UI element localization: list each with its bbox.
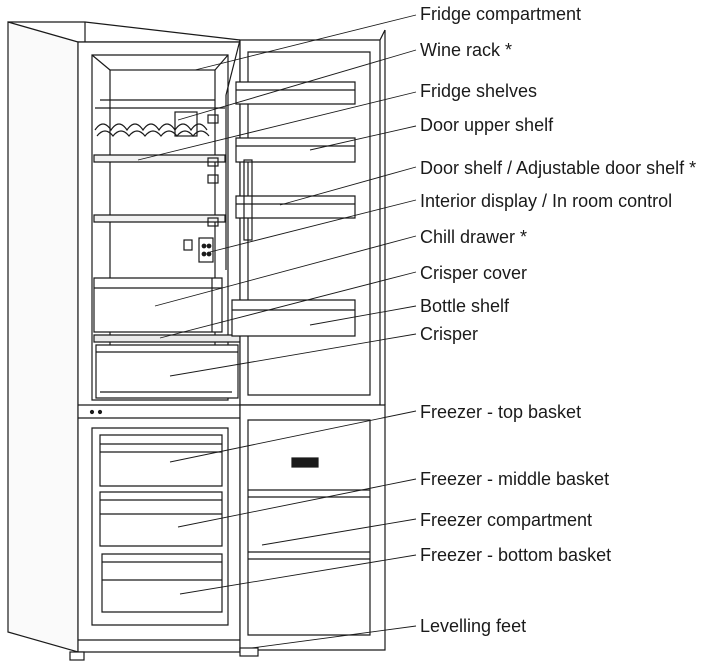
interior-display <box>183 237 214 263</box>
fridge-shelves <box>93 114 226 227</box>
label-freezer-top-basket: Freezer - top basket <box>420 402 582 422</box>
crisper <box>95 344 239 399</box>
label-door-shelf: Door shelf / Adjustable door shelf * <box>420 158 697 178</box>
label-bottle-shelf: Bottle shelf <box>420 296 510 316</box>
label-freezer-middle-basket: Freezer - middle basket <box>420 469 610 489</box>
levelling-feet <box>69 647 259 661</box>
label-crisper-cover: Crisper cover <box>420 263 528 283</box>
freezer-middle-basket <box>99 491 223 547</box>
label-fridge-compartment: Fridge compartment <box>420 4 582 24</box>
label-interior-display: Interior display / In room control <box>420 191 673 211</box>
label-levelling-feet: Levelling feet <box>420 616 527 636</box>
wine-rack <box>94 99 225 137</box>
label-wine-rack: Wine rack * <box>420 40 513 60</box>
leader-lines <box>137 14 417 649</box>
freezer-bottom-basket <box>101 553 223 613</box>
label-door-upper-shelf: Door upper shelf <box>420 115 554 135</box>
door-shelves <box>231 81 356 337</box>
label-crisper: Crisper <box>420 324 479 344</box>
label-freezer-compartment: Freezer compartment <box>420 510 593 530</box>
label-freezer-bottom-basket: Freezer - bottom basket <box>420 545 612 565</box>
label-chill-drawer: Chill drawer * <box>420 227 528 247</box>
freezer-top-basket <box>99 434 223 487</box>
freezer-door <box>239 404 386 651</box>
label-fridge-shelves: Fridge shelves <box>420 81 538 101</box>
